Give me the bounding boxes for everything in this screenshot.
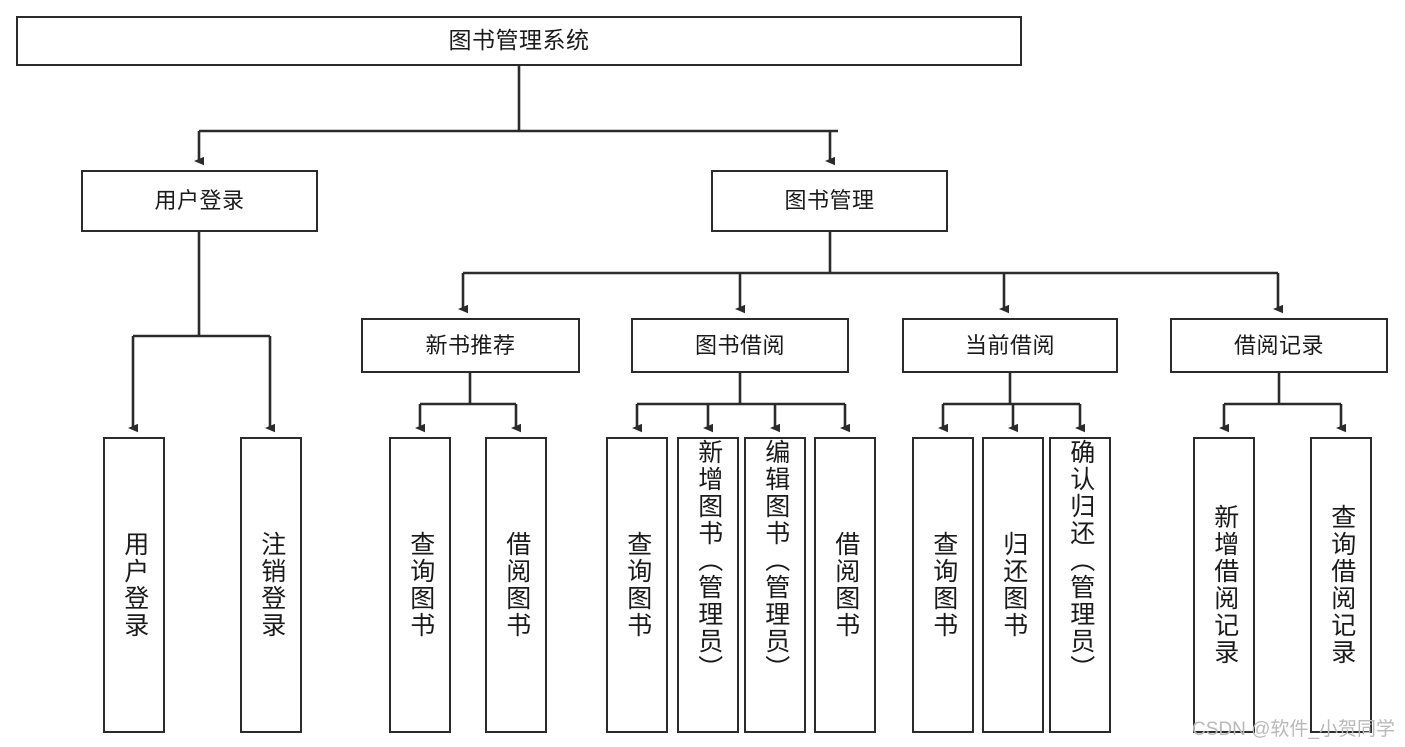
node-book-borrow[interactable]: 图书借阅 xyxy=(631,318,849,373)
node-leaf-add-book-admin[interactable]: 新增图书（管理员） xyxy=(677,437,739,733)
node-book-management[interactable]: 图书管理 xyxy=(711,170,948,232)
node-label: 当前借阅 xyxy=(964,332,1055,358)
node-leaf-return-book[interactable]: 归还图书 xyxy=(982,437,1044,733)
node-label: 新书推荐 xyxy=(425,332,516,358)
node-root-system[interactable]: 图书管理系统 xyxy=(16,16,1022,66)
node-label: 图书借阅 xyxy=(694,332,785,358)
node-label: 借阅图书 xyxy=(502,531,531,639)
node-label: 注销登录 xyxy=(257,531,286,639)
node-label: 新增图书（管理员） xyxy=(694,439,723,682)
node-label: 查询图书 xyxy=(406,531,435,639)
node-label: 用户登录 xyxy=(154,188,245,214)
node-leaf-query-book-rec[interactable]: 查询图书 xyxy=(389,437,451,733)
node-leaf-query-book-borrow[interactable]: 查询图书 xyxy=(606,437,668,733)
node-leaf-logout[interactable]: 注销登录 xyxy=(240,437,302,733)
node-leaf-confirm-return-admin[interactable]: 确认归还（管理员） xyxy=(1049,437,1111,733)
node-label: 查询图书 xyxy=(623,531,652,639)
node-label: 查询借阅记录 xyxy=(1327,504,1356,666)
node-label: 用户登录 xyxy=(120,531,149,639)
node-user-login[interactable]: 用户登录 xyxy=(81,170,318,232)
node-current-borrow[interactable]: 当前借阅 xyxy=(902,318,1118,373)
node-label: 查询图书 xyxy=(929,531,958,639)
node-new-book-recommend[interactable]: 新书推荐 xyxy=(361,318,580,373)
node-label: 图书管理 xyxy=(784,188,875,214)
node-label: 新增借阅记录 xyxy=(1210,504,1239,666)
csdn-watermark: CSDN @软件_小贺同学 xyxy=(1192,719,1395,740)
node-label: 确认归还（管理员） xyxy=(1066,439,1095,682)
node-label: 图书管理系统 xyxy=(448,27,590,54)
node-leaf-borrow-book[interactable]: 借阅图书 xyxy=(814,437,876,733)
node-leaf-user-login[interactable]: 用户登录 xyxy=(103,437,165,733)
node-leaf-edit-book-admin[interactable]: 编辑图书（管理员） xyxy=(744,437,806,733)
node-leaf-query-borrow-record[interactable]: 查询借阅记录 xyxy=(1310,437,1372,733)
node-leaf-query-book-current[interactable]: 查询图书 xyxy=(912,437,974,733)
node-label: 归还图书 xyxy=(999,531,1028,639)
node-leaf-borrow-book-rec[interactable]: 借阅图书 xyxy=(485,437,547,733)
node-leaf-add-borrow-record[interactable]: 新增借阅记录 xyxy=(1193,437,1255,733)
node-borrow-record[interactable]: 借阅记录 xyxy=(1170,318,1388,373)
node-label: 借阅记录 xyxy=(1233,332,1324,358)
node-label: 借阅图书 xyxy=(831,531,860,639)
node-label: 编辑图书（管理员） xyxy=(761,439,790,682)
